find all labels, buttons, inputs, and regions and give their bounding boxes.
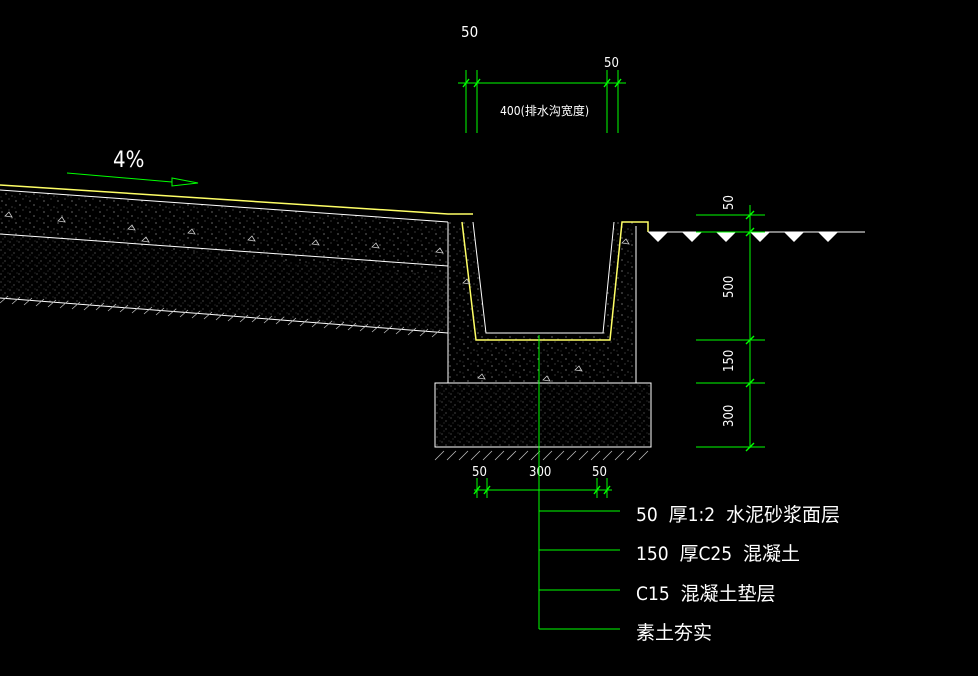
ditch-aggregate-marks — [462, 238, 630, 382]
ditch-mortar-lining — [461, 221, 649, 341]
ground-hatch-left — [0, 295, 441, 338]
drainage-ditch-body — [434, 221, 652, 461]
layer-label-cushion: C15 混凝土垫层 — [636, 583, 776, 605]
dim-top-right: 50 — [604, 56, 619, 71]
dim-right-50: 50 — [722, 195, 737, 210]
bottom-dimension-group: 50 300 50 — [472, 465, 612, 498]
slope-label: 4% — [113, 148, 144, 173]
left-slope-pavement — [0, 184, 473, 338]
pavement-top-edge — [0, 189, 449, 223]
layer-label-soil: 素土夯实 — [636, 622, 712, 644]
pavement-surface-line — [0, 184, 473, 215]
pavement-base-layer — [0, 234, 448, 333]
layer-leader-group: 50 厚1:2 水泥砂浆面层 150 厚C25 混凝土 C15 混凝土垫层 素土… — [538, 335, 840, 644]
pavement-concrete-layer — [0, 190, 448, 276]
pavement-aggregate-marks — [4, 211, 444, 254]
layer-label-mortar: 50 厚1:2 水泥砂浆面层 — [636, 504, 840, 526]
ditch-inner-outline — [472, 221, 615, 334]
ditch-concrete-walls — [448, 222, 636, 383]
top-dimension-group: 50 50 400(排水沟宽度) — [458, 23, 626, 133]
dim-channel-width: 400(排水沟宽度) — [500, 103, 589, 118]
dim-bottom-left: 50 — [472, 465, 487, 480]
ground-hatch-right — [648, 232, 838, 242]
dim-bottom-middle: 300 — [529, 465, 551, 480]
pavement-layer-boundary — [0, 233, 449, 267]
pavement-bottom-edge — [0, 297, 449, 334]
right-ground-surface — [648, 231, 865, 242]
layer-label-concrete: 150 厚C25 混凝土 — [636, 543, 800, 565]
ground-hatch-bottom — [434, 450, 649, 461]
dim-bottom-right: 50 — [592, 465, 607, 480]
slope-indicator: 4% — [66, 148, 199, 187]
ditch-cushion-layer — [434, 382, 652, 448]
dim-top-left: 50 — [461, 23, 478, 41]
dim-right-300: 300 — [722, 405, 737, 427]
dim-right-150: 150 — [722, 350, 737, 372]
right-dimension-group: 50 500 150 300 — [696, 195, 765, 452]
dim-right-500: 500 — [722, 276, 737, 298]
